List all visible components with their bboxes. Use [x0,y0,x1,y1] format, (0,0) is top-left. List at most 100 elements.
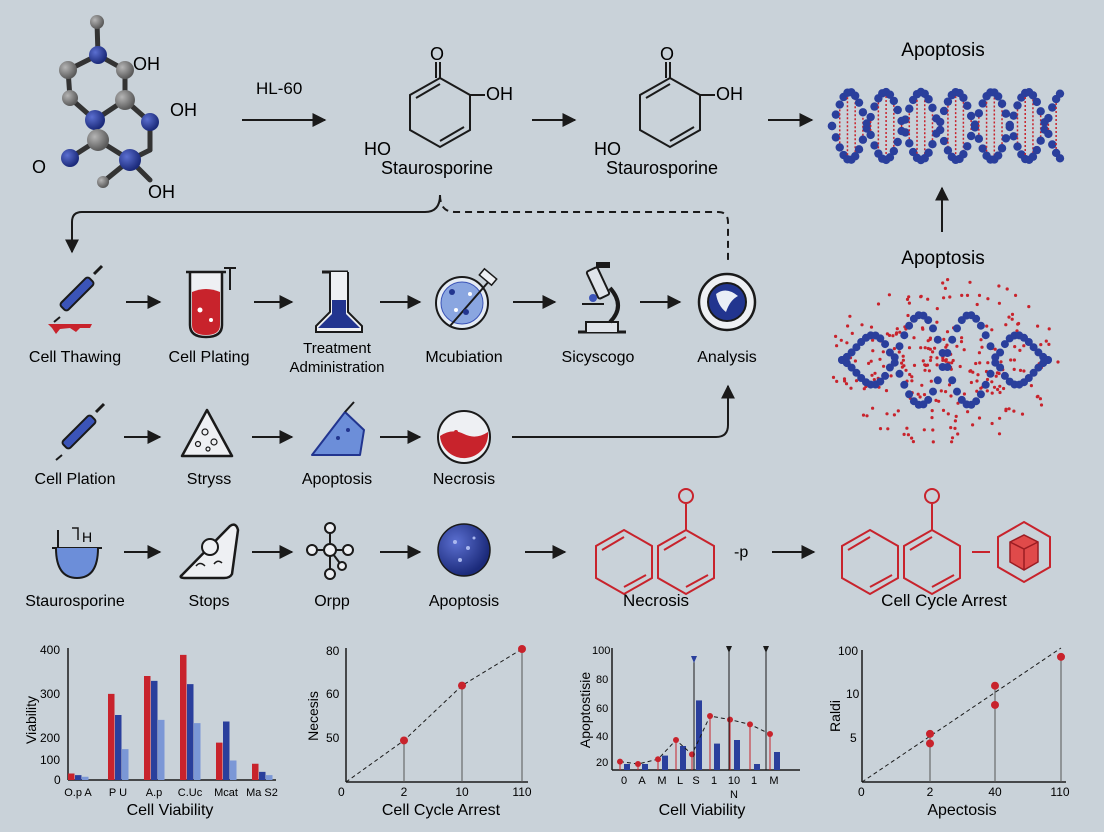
dna-particle [853,359,858,363]
dna-particle [980,345,984,349]
microscope-icon [578,262,626,334]
dna-particle [931,428,935,432]
dna-particle [939,389,943,393]
x-tick: 1 [711,775,717,787]
dna-particle [960,336,964,340]
dna-particle [1047,327,1051,331]
data-point [926,729,934,738]
bar [180,654,187,780]
y-axis-label: Viability [23,696,39,744]
dna-particle [922,428,926,432]
dna-particle [869,359,873,363]
dna-particle [986,297,990,301]
dna-particle [1012,367,1016,371]
dna-node [953,324,961,333]
dna-node [948,335,957,344]
dna-node [1029,368,1038,377]
dna-particle [947,383,952,387]
y-tick: 80 [596,674,608,686]
step-label: Sicyscogo [562,349,635,366]
dna-particle [955,344,959,348]
dna-node [933,376,942,385]
step-label: Necrosis [623,591,689,610]
spike-marker [763,646,769,653]
dna-particle [1004,323,1008,327]
dna-particle [977,293,982,297]
staurosporine-structure-1: O OH HO Staurosporine [364,44,513,178]
row-3: H Staurosporine Stops Orpp [25,488,1051,610]
bar [75,775,82,780]
y-tick: 80 [326,644,340,658]
pipette-icon [48,264,104,334]
dna-particle [959,340,964,344]
beaker-h-label: H [82,529,92,545]
data-point [673,737,679,743]
dna-particle [846,324,850,328]
dna-node [835,143,844,152]
dna-node [1000,371,1009,380]
dna-particle [993,347,997,351]
dna-node [924,395,933,404]
dna-particle [931,350,935,354]
dna-particle [894,332,898,336]
dna-node [972,314,981,323]
dna-particle [844,382,849,386]
y-tick: 60 [326,687,340,701]
dna-node [885,348,894,357]
dna-node [963,142,972,151]
dna-node [905,390,914,399]
arrow [512,384,735,438]
apoptosis-panel-title: Apoptosis [901,248,984,269]
dna-particle [971,423,975,427]
dna-particle [979,338,983,342]
dna-node [901,115,910,124]
dna-particle [1029,384,1033,388]
dna-particle [997,432,1002,436]
dna-particle [976,373,980,377]
dna-node [876,377,885,386]
bar [194,723,201,780]
dna-node [974,109,984,118]
dna-particle [919,295,923,299]
data-point [1057,652,1065,661]
step-label: Stryss [187,471,231,488]
bar [68,773,75,780]
x-tick: A.p [146,787,163,799]
x-tick: Mcat [214,787,238,799]
dna-particle [884,389,889,393]
dna-particle [935,356,939,360]
dna-node [827,121,837,131]
dna-particle [990,328,994,332]
dna-node [936,125,945,135]
dna-particle [839,338,843,342]
dna-particle [905,426,909,430]
dna-particle [992,385,997,389]
dna-node [1000,340,1009,349]
dna-node [893,137,902,147]
trend-line [345,648,523,783]
step-label: Cell Plating [169,349,250,366]
dna-particle [944,358,948,362]
dna-node [900,380,909,389]
dna-particle [926,346,930,351]
data-point [707,713,713,719]
dna-particle [1012,409,1016,413]
row-2: Cell Plation Stryss Apoptosis Necrosis [35,384,735,488]
petri-dish-icon [435,267,498,330]
dna-particle [1036,394,1040,398]
y-tick: 100 [838,644,858,658]
dna-particle [935,307,939,311]
step-label: Orpp [314,593,350,610]
molecule-oh-label: OH [170,100,197,120]
dna-node [831,133,841,142]
dna-node [858,135,868,144]
dna-particle [1020,412,1025,416]
test-tube-icon [186,267,236,339]
dna-scatter-icon [831,278,1060,444]
dna-particle [831,375,836,379]
dna-node [972,397,981,406]
dna-particle [907,346,912,350]
dna-particle [920,326,925,330]
dna-node [948,376,957,385]
bar [151,680,158,780]
